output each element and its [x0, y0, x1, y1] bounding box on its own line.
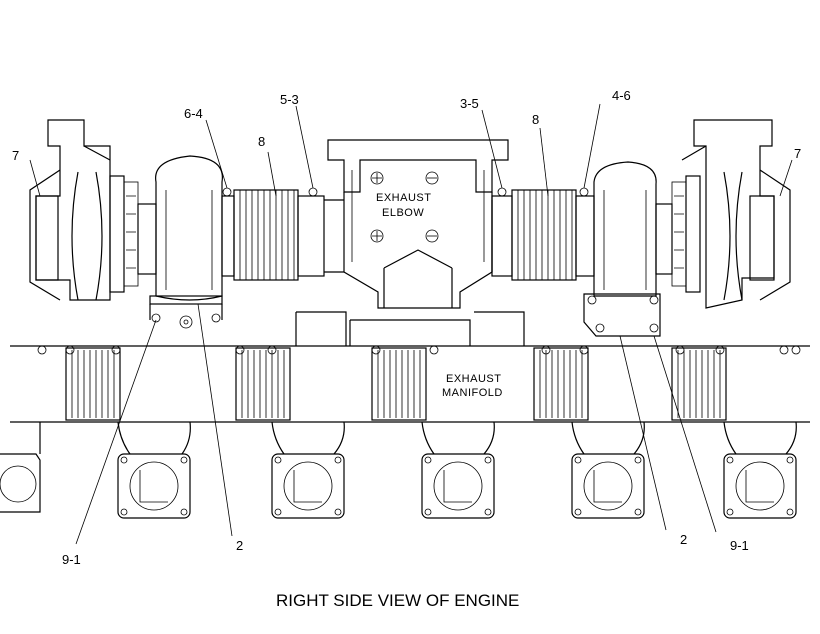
callout-left-clamp-outer: 6-4: [184, 106, 203, 121]
diagram-caption: RIGHT SIDE VIEW OF ENGINE: [276, 591, 519, 610]
left-bellows: [221, 187, 344, 281]
exhaust-port-4: [421, 453, 495, 519]
exhaust-port-6: [723, 453, 797, 519]
callout-left-gasket: 2: [236, 538, 243, 553]
elbow-label-line1: EXHAUST: [376, 192, 431, 204]
exhaust-port-1: [0, 453, 41, 513]
callout-right-gasket: 2: [680, 532, 687, 547]
callout-left-bolt: 9-1: [62, 552, 81, 567]
exhaust-port-5: [571, 453, 645, 519]
exhaust-elbow: [327, 139, 509, 309]
exhaust-manifold: [0, 311, 810, 519]
elbow-label-line2: ELBOW: [382, 207, 424, 219]
callout-right-clamp-outer: 4-6: [612, 88, 631, 103]
callout-right-turbo: 7: [794, 146, 801, 161]
leader-lines: [29, 103, 793, 545]
manifold-label-line2: MANIFOLD: [442, 387, 503, 399]
callout-right-bolt: 9-1: [730, 538, 749, 553]
exhaust-port-2: [117, 453, 191, 519]
right-turbocharger: [583, 119, 791, 337]
callout-left-bellows: 8: [258, 134, 265, 149]
callout-left-turbo: 7: [12, 148, 19, 163]
manifold-label-line1: EXHAUST: [446, 373, 501, 385]
exhaust-port-3: [271, 453, 345, 519]
left-turbocharger: [29, 119, 223, 329]
callout-left-clamp-inner: 5-3: [280, 92, 299, 107]
right-bellows: [491, 187, 595, 281]
callout-right-bellows: 8: [532, 112, 539, 127]
callout-right-clamp-inner: 3-5: [460, 96, 479, 111]
